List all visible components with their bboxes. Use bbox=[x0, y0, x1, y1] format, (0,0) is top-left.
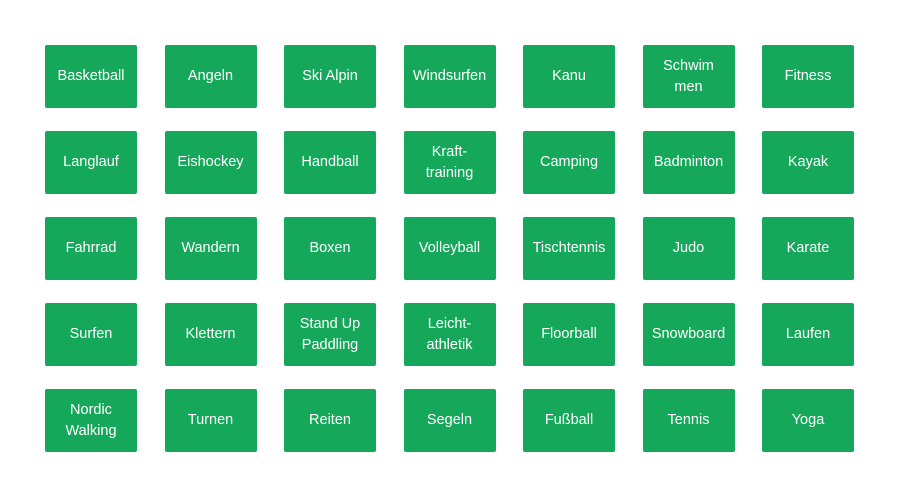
sport-label: Karate bbox=[786, 240, 830, 256]
sport-label: Ski Alpin bbox=[302, 68, 358, 84]
sport-tile-tischtennis[interactable]: Tischtennis bbox=[523, 217, 615, 280]
sport-label: Reiten bbox=[309, 412, 351, 428]
sport-tile-volleyball[interactable]: Volleyball bbox=[403, 217, 496, 280]
sport-tile-camping[interactable]: Camping bbox=[523, 131, 615, 194]
sport-tile-fussball[interactable]: Fußball bbox=[523, 389, 615, 452]
sport-label: Kanu bbox=[552, 68, 586, 84]
sport-tile-laufen[interactable]: Laufen bbox=[762, 303, 854, 366]
sport-label: Camping bbox=[539, 154, 599, 170]
sport-tile-leichtathletik[interactable]: Leicht- athletik bbox=[403, 303, 496, 366]
sport-label: Laufen bbox=[785, 326, 831, 342]
sport-label: Tennis bbox=[667, 412, 710, 428]
sport-label: Kraft- training bbox=[425, 143, 474, 181]
sport-label: Kayak bbox=[787, 154, 829, 170]
sport-tile-schwimmen[interactable]: Schwim men bbox=[642, 45, 735, 108]
sport-label: Fitness bbox=[784, 68, 832, 84]
sport-label: Schwim men bbox=[663, 57, 714, 95]
sport-tile-kayak[interactable]: Kayak bbox=[762, 131, 854, 194]
sport-tile-stand-up-paddling[interactable]: Stand Up Paddling bbox=[284, 303, 376, 366]
sports-grid: Basketball Angeln Ski Alpin Windsurfen K… bbox=[45, 45, 854, 452]
sport-tile-reiten[interactable]: Reiten bbox=[284, 389, 376, 452]
sport-tile-boxen[interactable]: Boxen bbox=[284, 217, 376, 280]
sport-tile-ski-alpin[interactable]: Ski Alpin bbox=[284, 45, 376, 108]
sport-label: Angeln bbox=[187, 68, 234, 84]
sport-tile-segeln[interactable]: Segeln bbox=[403, 389, 496, 452]
sport-label: Basketball bbox=[57, 68, 125, 84]
sport-tile-turnen[interactable]: Turnen bbox=[164, 389, 257, 452]
sport-label: Handball bbox=[301, 154, 359, 170]
sport-tile-eishockey[interactable]: Eishockey bbox=[164, 131, 257, 194]
sport-label: Klettern bbox=[185, 326, 236, 342]
sport-tile-snowboard[interactable]: Snowboard bbox=[642, 303, 735, 366]
sport-label: Tischtennis bbox=[532, 240, 606, 256]
sport-tile-judo[interactable]: Judo bbox=[642, 217, 735, 280]
sport-tile-tennis[interactable]: Tennis bbox=[642, 389, 735, 452]
sport-label: Floorball bbox=[541, 326, 597, 342]
sport-tile-surfen[interactable]: Surfen bbox=[45, 303, 137, 366]
sport-label: Boxen bbox=[309, 240, 351, 256]
sport-tile-handball[interactable]: Handball bbox=[284, 131, 376, 194]
sport-tile-angeln[interactable]: Angeln bbox=[164, 45, 257, 108]
sport-label: Nordic Walking bbox=[65, 401, 117, 439]
sport-label: Langlauf bbox=[63, 154, 119, 170]
sport-tile-floorball[interactable]: Floorball bbox=[523, 303, 615, 366]
sport-tile-wandern[interactable]: Wandern bbox=[164, 217, 257, 280]
sport-tile-basketball[interactable]: Basketball bbox=[45, 45, 137, 108]
sport-tile-fitness[interactable]: Fitness bbox=[762, 45, 854, 108]
sport-tile-nordic-walking[interactable]: Nordic Walking bbox=[45, 389, 137, 452]
sport-tile-fahrrad[interactable]: Fahrrad bbox=[45, 217, 137, 280]
sport-label: Volleyball bbox=[418, 240, 481, 256]
sport-label: Surfen bbox=[69, 326, 113, 342]
sport-label: Leicht- athletik bbox=[426, 315, 473, 353]
sport-tile-klettern[interactable]: Klettern bbox=[164, 303, 257, 366]
sport-tile-yoga[interactable]: Yoga bbox=[762, 389, 854, 452]
sport-tile-badminton[interactable]: Badminton bbox=[642, 131, 735, 194]
sport-label: Badminton bbox=[653, 154, 724, 170]
sport-label: Eishockey bbox=[177, 154, 244, 170]
sport-tile-windsurfen[interactable]: Windsurfen bbox=[403, 45, 496, 108]
sport-label: Fahrrad bbox=[65, 240, 117, 256]
sport-label: Wandern bbox=[181, 240, 240, 256]
sport-tile-karate[interactable]: Karate bbox=[762, 217, 854, 280]
sport-label: Judo bbox=[672, 240, 705, 256]
sport-label: Snowboard bbox=[651, 326, 726, 342]
sport-label: Yoga bbox=[791, 412, 825, 428]
sport-tile-kanu[interactable]: Kanu bbox=[523, 45, 615, 108]
sport-label: Fußball bbox=[544, 412, 594, 428]
sport-label: Windsurfen bbox=[412, 68, 487, 84]
sport-tile-krafttraining[interactable]: Kraft- training bbox=[403, 131, 496, 194]
sport-label: Stand Up Paddling bbox=[299, 315, 361, 353]
sport-label: Turnen bbox=[187, 412, 234, 428]
sport-tile-langlauf[interactable]: Langlauf bbox=[45, 131, 137, 194]
sport-label: Segeln bbox=[426, 412, 473, 428]
